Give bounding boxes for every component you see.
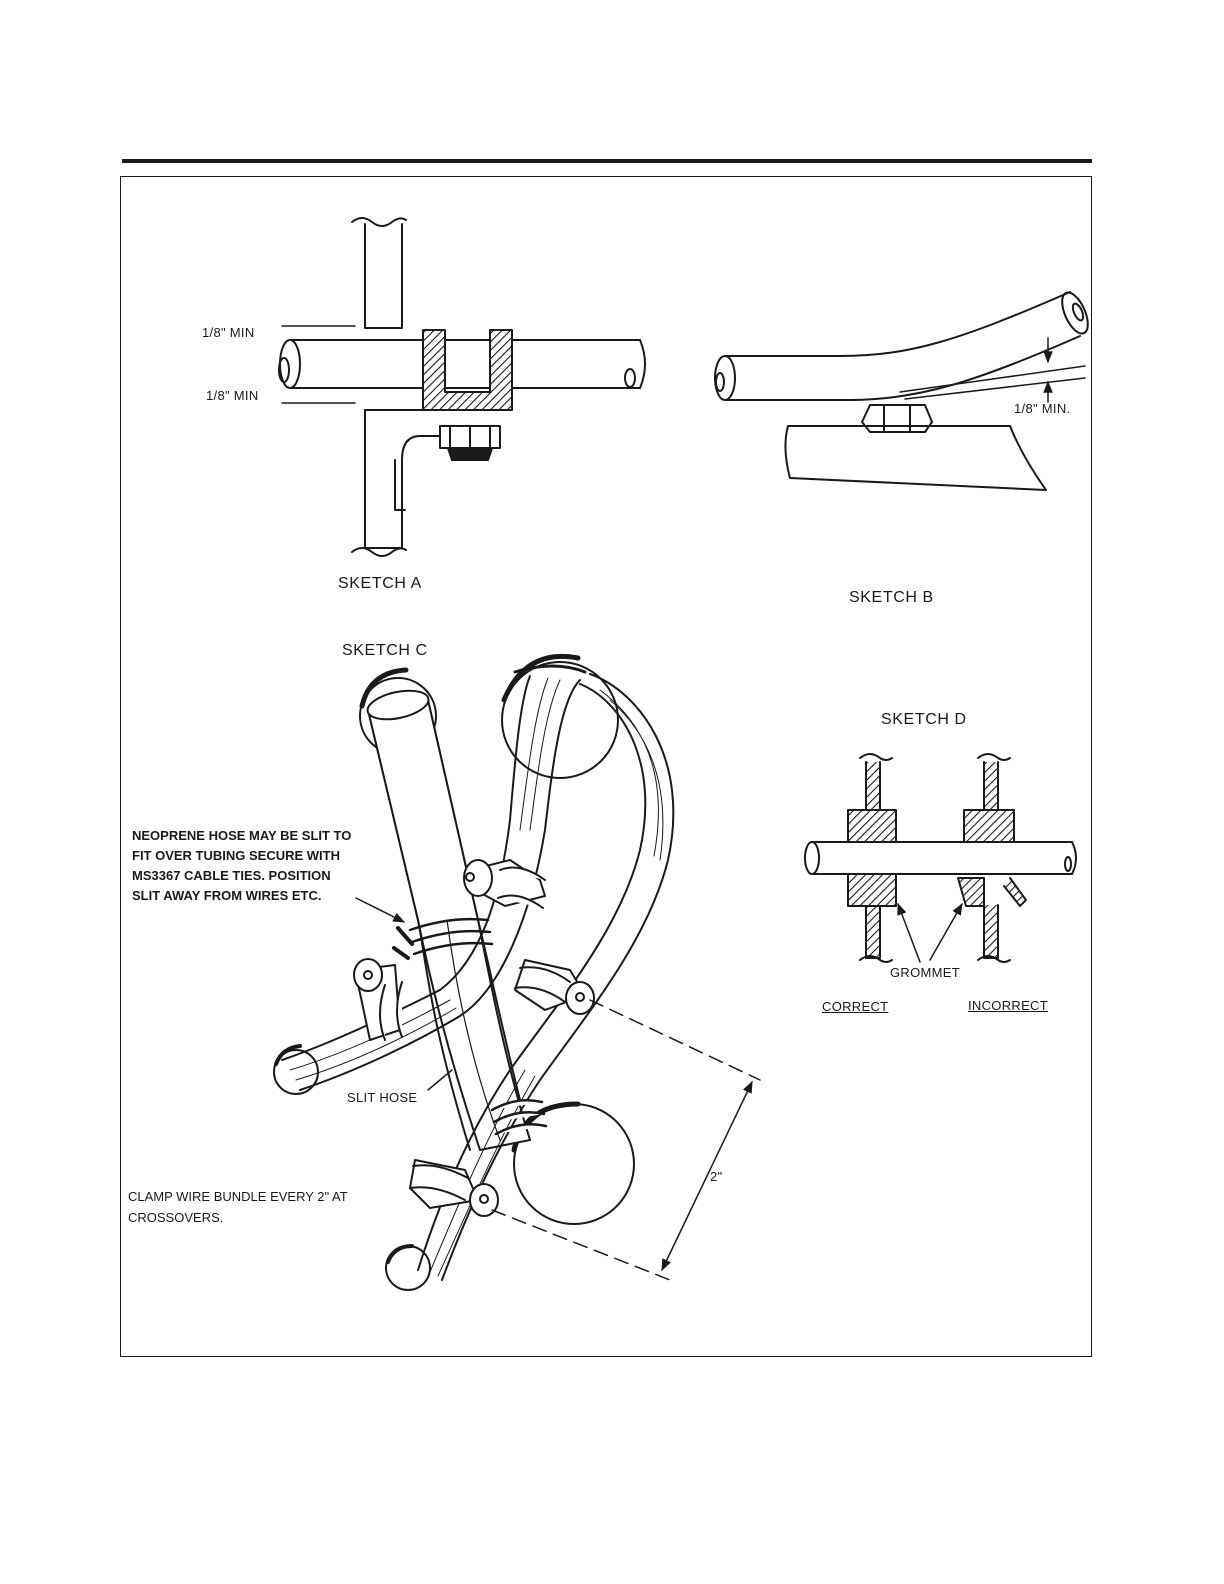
sketch-b-dim: 1/8" MIN. [1014, 402, 1070, 415]
sketch-a-title: SKETCH A [338, 576, 422, 592]
sketch-d-grommet-label: GROMMET [890, 966, 960, 979]
sketch-c-clamp-line-2: CROSSOVERS. [128, 1207, 348, 1228]
sketch-d-incorrect-label: INCORRECT [968, 999, 1048, 1012]
sketch-d-title: SKETCH D [881, 712, 967, 728]
sketch-c-note-line-2: FIT OVER TUBING SECURE WITH [132, 846, 351, 866]
sketch-a-dim-top: 1/8" MIN [202, 326, 255, 339]
sketch-a-drawing [279, 218, 645, 556]
sketch-d-correct-label: CORRECT [822, 1000, 888, 1013]
sketch-c-note-line-4: SLIT AWAY FROM WIRES ETC. [132, 886, 351, 906]
sketch-c-title: SKETCH C [342, 643, 428, 659]
sketch-c-note-line-3: MS3367 CABLE TIES. POSITION [132, 866, 351, 886]
sketch-c-note-line-1: NEOPRENE HOSE MAY BE SLIT TO [132, 826, 351, 846]
sketch-c-clamp-line-1: CLAMP WIRE BUNDLE EVERY 2" AT [128, 1186, 348, 1207]
sketch-d-drawing [805, 754, 1076, 962]
sketch-b-drawing [715, 289, 1093, 490]
sketch-c-note: NEOPRENE HOSE MAY BE SLIT TO FIT OVER TU… [132, 826, 351, 906]
sketch-c-dim: 2" [710, 1170, 722, 1183]
sketch-b-title: SKETCH B [849, 590, 934, 606]
sketch-a-dim-bottom: 1/8" MIN [206, 389, 259, 402]
sketch-c-slit-hose: SLIT HOSE [347, 1091, 417, 1104]
sketch-c-clamp-note: CLAMP WIRE BUNDLE EVERY 2" AT CROSSOVERS… [128, 1186, 348, 1228]
